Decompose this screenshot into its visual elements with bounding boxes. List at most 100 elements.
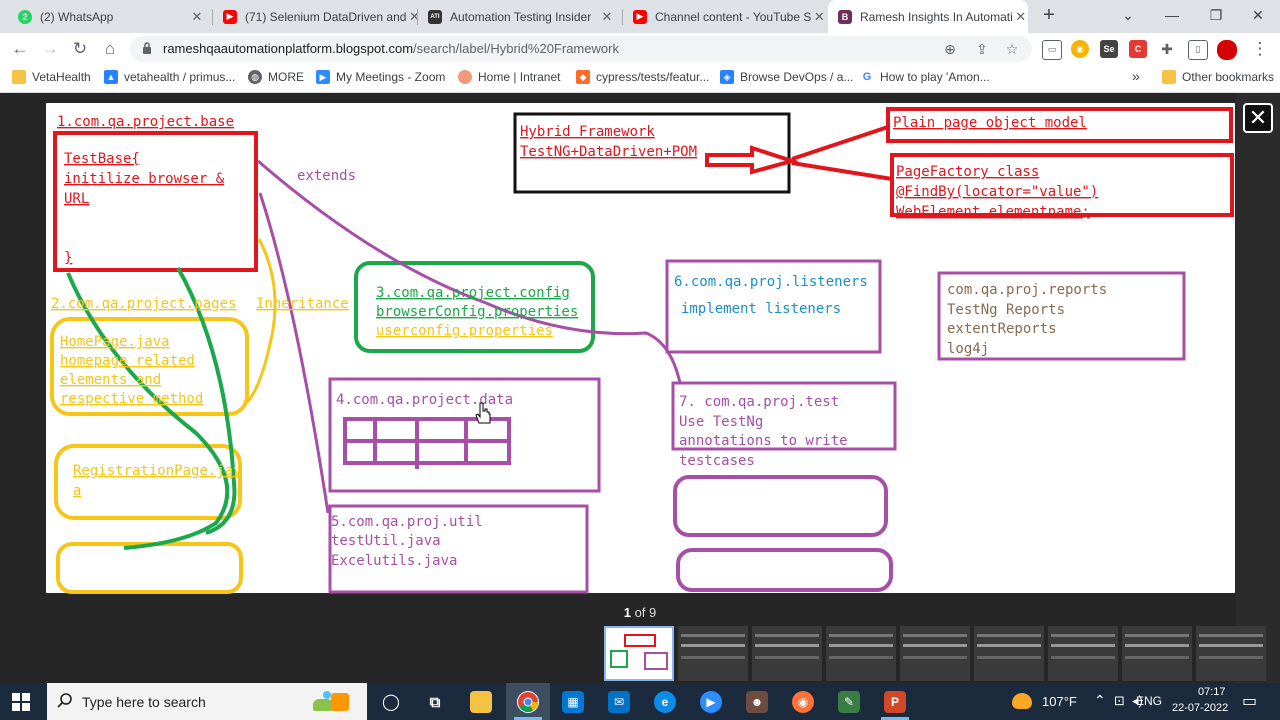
close-icon[interactable]: ✕	[601, 8, 613, 24]
maximize-button[interactable]: ❐	[1209, 7, 1223, 23]
windows-start-icon[interactable]	[12, 693, 30, 711]
new-tab-button[interactable]: +	[1043, 4, 1055, 26]
hybrid-line-1: Hybrid Framework	[520, 124, 655, 140]
tab-ramesh-insights[interactable]: B Ramesh Insights In Automati ✕	[828, 0, 1028, 33]
pom-connector	[791, 125, 889, 161]
listeners-box	[665, 259, 882, 354]
address-bar[interactable]: rameshqaautomationplatform.blogspot.com/…	[130, 36, 1032, 62]
more-bookmarks-chevron[interactable]: »	[1132, 68, 1140, 84]
close-window-button[interactable]: ✕	[1252, 7, 1264, 23]
language-text: ENG	[1136, 694, 1163, 708]
thumbnail-6[interactable]	[974, 626, 1044, 681]
share-icon[interactable]: ⇪	[976, 41, 988, 57]
thumbnail-8[interactable]	[1122, 626, 1192, 681]
clock-date[interactable]: 22-07-2022	[1172, 702, 1229, 714]
zoom-icon[interactable]: ⊕	[944, 41, 956, 57]
other-bookmarks[interactable]: Other bookmarks	[1162, 70, 1274, 84]
tab-whatsapp[interactable]: 2 (2) WhatsApp ✕	[8, 0, 213, 33]
taskbar-search-box[interactable]: Type here to search	[47, 683, 367, 720]
tab-selenium-datadriven[interactable]: ▶ (71) Selenium DataDriven and ✕	[213, 0, 420, 33]
game-icon[interactable]: ☻	[746, 691, 768, 713]
bookmark-label: MORE	[268, 70, 304, 84]
folder-icon	[1162, 70, 1176, 84]
bookmark-label: VetaHealth	[32, 70, 91, 84]
bookmark-among-us[interactable]: G How to play 'Amon...	[860, 70, 990, 84]
back-button[interactable]: ←	[11, 39, 29, 58]
notifications-icon[interactable]: ▭	[1242, 693, 1258, 710]
lightbox-close-button[interactable]: ✕	[1243, 103, 1273, 133]
tray-chevron-up-icon[interactable]: ⌃	[1094, 692, 1106, 708]
forward-button[interactable]: →	[41, 39, 59, 58]
side-panel-icon[interactable]: ▯	[1188, 40, 1208, 60]
bookmark-zoom-meetings[interactable]: ▶ My Meetings - Zoom	[316, 70, 445, 84]
page-indicator: 1 of 9	[600, 605, 680, 620]
language-indicator[interactable]: ENG	[1136, 694, 1162, 708]
chropath-icon[interactable]: C	[1129, 40, 1147, 58]
close-icon[interactable]: ✕	[408, 8, 420, 24]
close-icon[interactable]: ✕	[191, 8, 203, 24]
minimize-button[interactable]: —	[1165, 7, 1179, 23]
firefox-icon[interactable]: ◉	[792, 691, 814, 713]
extension-icon[interactable]: ◉	[1071, 40, 1089, 58]
close-icon[interactable]: ✕	[813, 8, 825, 24]
profile-avatar-icon[interactable]	[1217, 40, 1237, 60]
zoom-icon: ▶	[316, 70, 330, 84]
base-line-2: initilize browser &	[64, 171, 225, 187]
bookmark-vetahealth[interactable]: VetaHealth	[12, 70, 91, 84]
chrome-icon[interactable]	[517, 691, 539, 713]
jira-icon: ◈	[720, 70, 734, 84]
lock-icon	[143, 42, 151, 54]
reload-button[interactable]: ↻	[72, 39, 88, 58]
powerpoint-running-indicator	[881, 717, 909, 720]
mail-icon[interactable]: ✉	[608, 691, 630, 713]
weather-temperature[interactable]: 107°F	[1042, 694, 1077, 709]
thumbnail-7[interactable]	[1048, 626, 1118, 681]
microsoft-store-icon[interactable]: ▦	[562, 691, 584, 713]
ati-icon: ATI	[428, 9, 442, 24]
inheritance-bracket	[243, 238, 277, 407]
bookmark-browse-devops[interactable]: ◈ Browse DevOps / a...	[720, 70, 853, 84]
thumbnail-4[interactable]	[826, 626, 896, 681]
empty-purple-box-2	[676, 548, 893, 592]
bookmark-star-icon[interactable]: ☆	[1005, 41, 1019, 57]
tab-automation-testing-insider[interactable]: ATI Automation Testing Insider ✕	[418, 0, 623, 33]
task-view-icon[interactable]: ⧉	[429, 693, 441, 711]
thumbnail-5[interactable]	[900, 626, 970, 681]
reports-box	[937, 271, 1186, 361]
config-line-2: browserConfig.properties	[376, 304, 578, 320]
thumbnail-1[interactable]	[604, 626, 674, 681]
zoom-taskbar-icon[interactable]: ▶	[700, 691, 722, 713]
test-line-3: annotations to write	[679, 433, 848, 449]
network-icon[interactable]: ⊡	[1114, 693, 1125, 708]
weather-icon[interactable]	[1012, 693, 1032, 709]
bookmark-vetahealth-primus[interactable]: ▲ vetahealth / primus...	[104, 70, 235, 84]
extensions-puzzle-icon[interactable]: ✚	[1158, 40, 1176, 58]
edge-icon[interactable]: e	[654, 691, 676, 713]
cortana-icon[interactable]: ◯	[382, 694, 400, 711]
selenium-ide-icon[interactable]: Se	[1100, 40, 1118, 58]
tab-channel-content[interactable]: ▶ Channel content - YouTube S ✕	[623, 0, 828, 33]
close-icon[interactable]: ✕	[1015, 8, 1027, 24]
file-explorer-icon[interactable]	[470, 691, 492, 713]
cast-icon[interactable]: ▭	[1042, 40, 1062, 60]
notepad-plus-icon[interactable]: ✎	[838, 691, 860, 713]
home-button[interactable]: ⌂	[104, 39, 116, 58]
pages-title: 2.com.qa.project.pages	[51, 296, 236, 312]
bookmark-label: My Meetings - Zoom	[336, 70, 446, 84]
tab-search-button[interactable]: ⌄	[1122, 7, 1134, 23]
menu-kebab-icon[interactable]: ⋮	[1251, 39, 1269, 58]
speaker-icon[interactable]: ◂)	[1132, 693, 1143, 708]
data-title: 4.com.qa.project.data	[336, 392, 513, 408]
pagefactory-box	[890, 153, 1234, 217]
clock-time[interactable]: 07:17	[1198, 686, 1226, 698]
bookmark-more[interactable]: ◍ MORE	[248, 70, 304, 84]
reports-line-2: TestNg Reports	[947, 302, 1065, 318]
thumbnail-2[interactable]	[678, 626, 748, 681]
tab-label: Ramesh Insights In Automati	[860, 9, 1013, 24]
empty-purple-box-1	[673, 475, 888, 537]
bookmark-cypress-tests[interactable]: ◆ cypress/tests/featur...	[576, 70, 709, 84]
bookmark-home-intranet[interactable]: Home | Intranet	[458, 70, 561, 84]
powerpoint-icon[interactable]: P	[884, 691, 906, 713]
thumbnail-3[interactable]	[752, 626, 822, 681]
thumbnail-9[interactable]	[1196, 626, 1266, 681]
